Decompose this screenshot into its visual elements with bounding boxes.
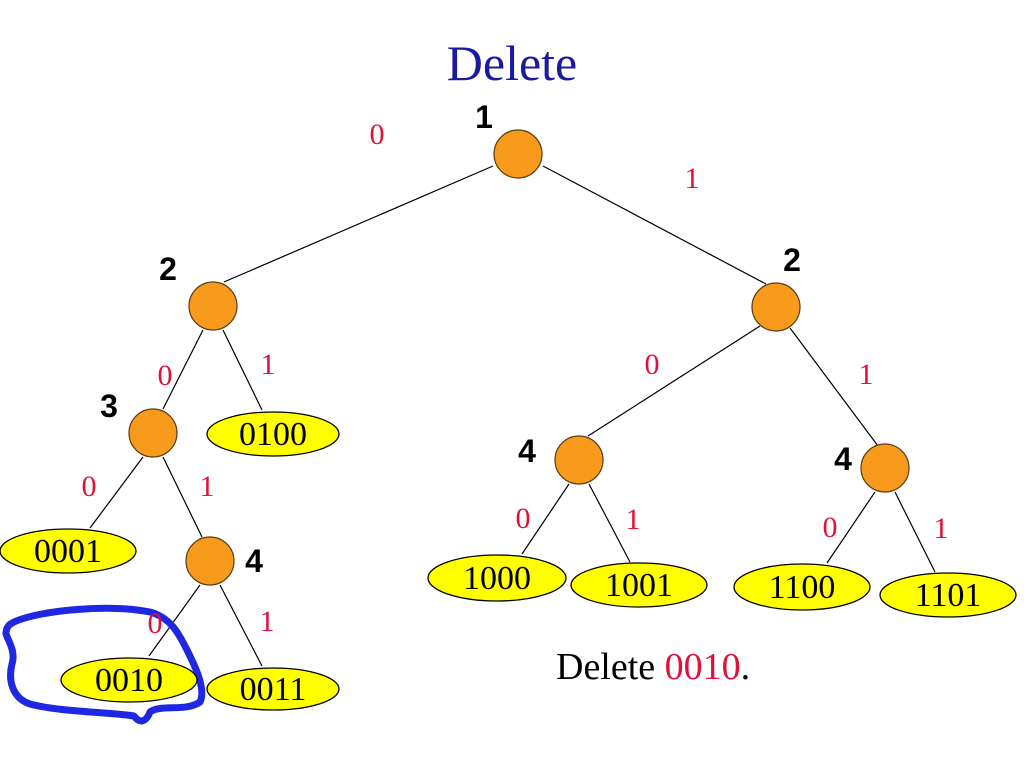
edges-layer xyxy=(89,165,936,667)
leaf-node-0011 xyxy=(206,667,340,711)
edge-rl-1001 xyxy=(588,483,631,563)
leaf-key: 0010 xyxy=(95,662,163,699)
internal-node-r xyxy=(751,282,801,332)
leaf-node-0100 xyxy=(206,411,340,457)
edge-r-rr xyxy=(789,327,879,447)
edge-bit-label: 1 xyxy=(685,162,700,195)
leaf-node-1100 xyxy=(733,563,871,611)
internal-node-root xyxy=(493,129,543,179)
edge-ll-0001 xyxy=(89,456,144,529)
edge-l-0100 xyxy=(222,329,263,411)
internal-node-llr xyxy=(185,536,235,586)
edge-bit-label: 1 xyxy=(934,512,949,545)
edge-llr-0011 xyxy=(219,584,263,667)
leaf-node-0010 xyxy=(60,657,198,703)
node-bit-index: 4 xyxy=(518,433,536,469)
edge-bit-label: 0 xyxy=(516,502,531,535)
leaf-node-1001 xyxy=(570,562,708,608)
leaf-node-1101 xyxy=(879,572,1017,618)
edge-llr-0010 xyxy=(148,584,201,657)
node-bit-index: 3 xyxy=(100,388,118,424)
edge-l-ll xyxy=(162,329,204,410)
internal-node-ll xyxy=(128,408,178,458)
leaf-key: 1101 xyxy=(915,577,982,614)
internal-node-l xyxy=(188,281,238,331)
node-bit-index: 1 xyxy=(475,99,493,135)
edge-root-r xyxy=(542,165,767,285)
leaf-key: 1001 xyxy=(605,567,673,604)
edge-bit-label: 1 xyxy=(261,348,276,381)
node-bit-index: 2 xyxy=(159,251,177,287)
edge-root-l xyxy=(223,165,494,283)
highlight-layer xyxy=(2,604,206,725)
edge-rr-1101 xyxy=(894,491,936,573)
node-bit-index: 4 xyxy=(834,441,852,477)
node-bit-index: 2 xyxy=(783,242,801,278)
edge-bit-label: 1 xyxy=(859,358,874,391)
leaf-key: 1000 xyxy=(463,560,531,597)
edge-bit-label: 1 xyxy=(200,470,215,503)
caption-prefix: Delete xyxy=(556,646,665,688)
caption-suffix: . xyxy=(741,646,751,688)
internal-node-rr xyxy=(860,443,910,493)
highlight-circle xyxy=(2,604,206,725)
caption-key: 0010 xyxy=(665,646,741,688)
nodes-layer xyxy=(0,129,1017,711)
caption: Delete 0010. xyxy=(556,646,750,688)
leaf-node-0001 xyxy=(0,528,137,574)
labels-layer: 0 1 0 1 0 1 0 1 0 1 0 1 0 1 1 2 2 3 4 4 4 0100 0001 0010 0011 100… xyxy=(34,99,981,708)
leaf-key: 1100 xyxy=(769,569,836,606)
edge-bit-label: 0 xyxy=(370,118,385,151)
leaf-node-1000 xyxy=(427,554,567,602)
leaf-key: 0001 xyxy=(34,533,102,570)
leaf-key: 0100 xyxy=(239,416,307,453)
edge-bit-label: 0 xyxy=(158,359,173,392)
edge-bit-label: 0 xyxy=(645,348,660,381)
edge-rr-1100 xyxy=(826,491,876,564)
edge-bit-label: 0 xyxy=(148,607,163,640)
edge-bit-label: 0 xyxy=(82,470,97,503)
edge-r-rl xyxy=(587,325,761,437)
edge-bit-label: 1 xyxy=(626,503,641,536)
node-bit-index: 4 xyxy=(245,543,263,579)
internal-node-rl xyxy=(554,435,604,485)
edge-bit-label: 0 xyxy=(823,511,838,544)
slide-title: Delete xyxy=(447,35,577,91)
edge-ll-llr xyxy=(162,456,203,538)
edge-rl-1000 xyxy=(521,483,570,555)
edge-bit-label: 1 xyxy=(260,605,275,638)
leaf-key: 0011 xyxy=(240,671,307,708)
